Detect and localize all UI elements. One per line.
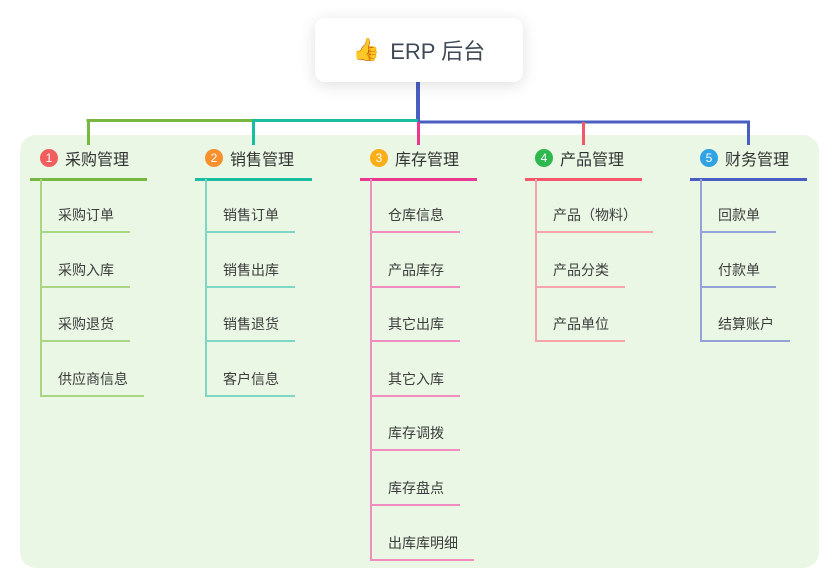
mindmap-item[interactable]: 产品单位 bbox=[535, 314, 625, 343]
branch-label: 销售管理 bbox=[230, 152, 295, 169]
mindmap-item[interactable]: 产品（物料） bbox=[535, 205, 653, 233]
mindmap-item[interactable]: 采购订单 bbox=[40, 205, 130, 233]
root-node-label: ERP 后台 bbox=[390, 39, 486, 64]
mindmap-item[interactable]: 库存盘点 bbox=[370, 478, 460, 506]
branch-node-1[interactable]: 1 采购管理 bbox=[30, 146, 147, 181]
mindmap-item[interactable]: 结算账户 bbox=[700, 314, 790, 343]
subtree-connector-line bbox=[205, 179, 207, 397]
thumbs-up-icon: 👍 bbox=[352, 37, 381, 62]
mindmap-item[interactable]: 仓库信息 bbox=[370, 205, 460, 233]
mindmap-item[interactable]: 销售订单 bbox=[205, 205, 295, 233]
branch-number-badge: 5 bbox=[700, 149, 718, 167]
mindmap-item[interactable]: 库存调拨 bbox=[370, 423, 460, 452]
branch-label: 产品管理 bbox=[560, 152, 625, 169]
subtree-connector-line bbox=[370, 179, 372, 561]
mindmap-item[interactable]: 供应商信息 bbox=[40, 369, 144, 397]
mindmap-item[interactable]: 回款单 bbox=[700, 205, 776, 233]
branch-node-2[interactable]: 2 销售管理 bbox=[195, 146, 312, 181]
mindmap-item[interactable]: 销售退货 bbox=[205, 314, 295, 343]
branch-node-4[interactable]: 4 产品管理 bbox=[525, 146, 642, 181]
branch-number-badge: 1 bbox=[40, 149, 58, 167]
subtree-connector-line bbox=[535, 179, 537, 343]
branch-node-3[interactable]: 3 库存管理 bbox=[360, 146, 477, 181]
branch-number-badge: 2 bbox=[205, 149, 223, 167]
mindmap-item[interactable]: 其它入库 bbox=[370, 369, 460, 397]
branches-panel bbox=[20, 135, 819, 568]
mindmap-item[interactable]: 采购入库 bbox=[40, 260, 130, 288]
mindmap-item[interactable]: 付款单 bbox=[700, 260, 776, 288]
branch-number-badge: 3 bbox=[370, 149, 388, 167]
subtree-connector-line bbox=[700, 179, 702, 343]
subtree-connector-line bbox=[40, 179, 42, 397]
mindmap-item[interactable]: 采购退货 bbox=[40, 314, 130, 343]
mindmap-item[interactable]: 销售出库 bbox=[205, 260, 295, 288]
branch-label: 财务管理 bbox=[725, 152, 790, 169]
mindmap-item[interactable]: 产品分类 bbox=[535, 260, 625, 288]
mindmap-item[interactable]: 产品库存 bbox=[370, 260, 460, 288]
branch-label: 库存管理 bbox=[395, 152, 460, 169]
branch-node-5[interactable]: 5 财务管理 bbox=[690, 146, 807, 181]
mindmap-item[interactable]: 出库库明细 bbox=[370, 533, 474, 561]
mindmap-item[interactable]: 客户信息 bbox=[205, 369, 295, 397]
mindmap-item[interactable]: 其它出库 bbox=[370, 314, 460, 343]
root-node[interactable]: 👍 ERP 后台 bbox=[315, 18, 523, 82]
branch-number-badge: 4 bbox=[535, 149, 553, 167]
branch-label: 采购管理 bbox=[65, 152, 130, 169]
